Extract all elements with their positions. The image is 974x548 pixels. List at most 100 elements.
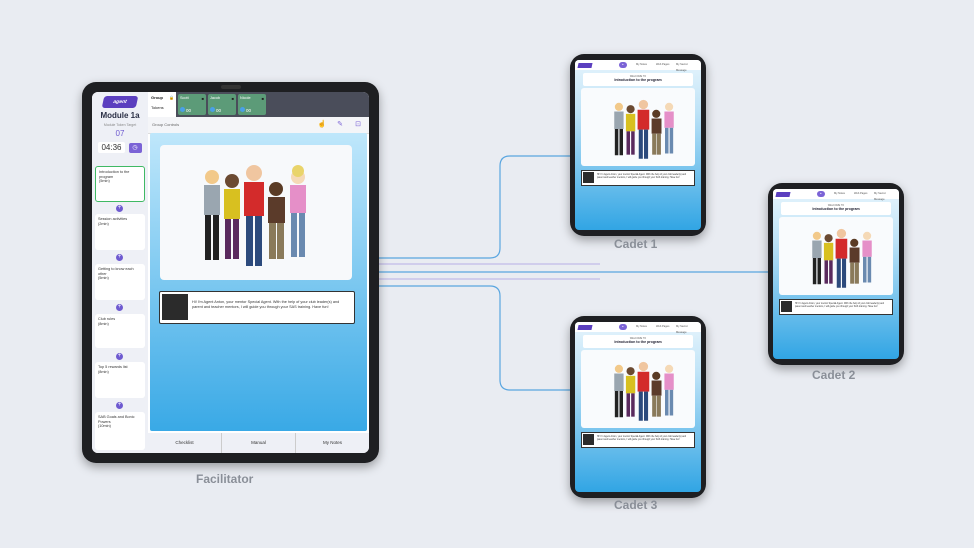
add-activity-button[interactable]: + — [116, 402, 123, 409]
nav-secret-message[interactable]: My Secret Message — [874, 192, 886, 201]
token-dot-icon — [240, 107, 245, 112]
agent-anton-avatar — [583, 434, 594, 445]
lock-icon: ■ — [201, 96, 204, 101]
cadet-nav: ● My Notes Web Pages My Secret Message — [773, 189, 899, 201]
nav-my-notes[interactable]: My Notes — [636, 63, 647, 66]
cadet-screen: ● My Notes Web Pages My Secret Message W… — [575, 322, 701, 492]
agent-logo — [577, 325, 593, 330]
student-tokens: 00 — [246, 108, 252, 113]
nav-web-pages[interactable]: Web Pages — [656, 325, 670, 328]
line-to-cadet-3 — [379, 285, 570, 391]
nav-secret-message[interactable]: My Secret Message — [676, 325, 688, 334]
agents-illustration — [812, 228, 872, 288]
cadet-screen: ● My Notes Web Pages My Secret Message W… — [575, 60, 701, 230]
token-dot-icon — [180, 107, 185, 112]
agents-illustration — [614, 99, 674, 159]
module-title: Module 1a — [100, 111, 140, 120]
agent-logo — [775, 192, 791, 197]
lock-icon: ■ — [231, 96, 234, 101]
add-activity-button[interactable]: + — [116, 353, 123, 360]
cadet-title: Introduction to the program — [614, 340, 662, 344]
cadet-title: Introduction to the program — [614, 78, 662, 82]
nav-pill[interactable]: ● — [619, 324, 627, 330]
cadet-nav: ● My Notes Web Pages My Secret Message — [575, 322, 701, 334]
cadet-2-label: Cadet 2 — [812, 368, 856, 382]
line-to-cadet-1 — [379, 155, 570, 259]
group-controls-row: Group Controls ☝ ✎ ⊡ — [148, 117, 369, 134]
student-name: Scott — [180, 96, 189, 100]
pencil-icon[interactable]: ✎ — [337, 121, 343, 128]
tab-student-nicole[interactable]: Nicole ■ 00 — [238, 94, 266, 115]
welcome-label: WELCOME TO — [629, 75, 647, 78]
cadet-title: Introduction to the program — [812, 207, 860, 211]
nav-pill[interactable]: ● — [817, 191, 825, 197]
cadet-title-card: WELCOME TO Introduction to the program — [781, 202, 891, 215]
tab-manual[interactable]: Manual — [221, 433, 295, 453]
tab-group[interactable]: Group Tokens 🔒 — [148, 92, 176, 117]
activity-card-2[interactable]: Session activities (2min) — [95, 214, 145, 250]
facilitator-tablet: agent Module 1a Module Token Target 07 0… — [82, 82, 379, 463]
cadet-1-tablet: ● My Notes Web Pages My Secret Message W… — [570, 54, 706, 236]
mentor-message-text: Hi! I'm Agent Anton, your mentor Special… — [597, 174, 687, 179]
token-dot-icon — [210, 107, 215, 112]
cadet-2-tablet: ● My Notes Web Pages My Secret Message W… — [768, 183, 904, 365]
welcome-label: WELCOME TO — [629, 337, 647, 340]
nav-web-pages[interactable]: Web Pages — [656, 63, 670, 66]
nav-my-notes[interactable]: My Notes — [636, 325, 647, 328]
activity-title: Introduction to the program — [99, 170, 130, 179]
activity-card-6[interactable]: SAB Goals and Bonic Powers (10min) — [95, 412, 145, 450]
activity-duration: (8min) — [98, 321, 109, 326]
student-name: Nicole — [240, 96, 251, 100]
activity-title: Session activities — [98, 217, 128, 221]
activity-card-3[interactable]: Getting to know each other (5min) — [95, 264, 145, 300]
nav-secret-message[interactable]: My Secret Message — [676, 63, 688, 72]
cadet-3-tablet: ● My Notes Web Pages My Secret Message W… — [570, 316, 706, 498]
nav-pill[interactable]: ● — [619, 62, 627, 68]
mentor-message-text: Hi! I'm Agent Anton, your mentor Special… — [795, 303, 885, 308]
agents-illustration — [204, 165, 306, 266]
welcome-label: WELCOME TO — [827, 204, 845, 207]
nav-my-notes[interactable]: My Notes — [834, 192, 845, 195]
add-activity-button[interactable]: + — [116, 254, 123, 261]
camera — [220, 85, 241, 89]
activity-card-1[interactable]: Introduction to the program (5min) — [95, 166, 145, 202]
mentor-message-text: Hi! I'm Agent Anton, your mentor Special… — [192, 300, 340, 309]
activity-title: Club rules — [98, 317, 116, 321]
tab-student-scott[interactable]: Scott ■ 00 — [178, 94, 206, 115]
activity-duration: (2min) — [98, 221, 109, 226]
add-activity-button[interactable]: + — [116, 205, 123, 212]
group-label: Group — [151, 95, 163, 100]
activity-duration: (10min) — [98, 424, 111, 429]
agents-image-card — [160, 145, 352, 280]
token-target-value: 07 — [115, 129, 125, 138]
agent-anton-avatar — [781, 301, 792, 312]
activity-card-4[interactable]: Club rules (8min) — [95, 314, 145, 348]
student-tokens: 00 — [186, 108, 192, 113]
agent-anton-avatar — [162, 294, 188, 320]
timer-display: 04:36 — [98, 142, 125, 153]
student-name: Jacob — [210, 96, 221, 100]
facilitator-screen: agent Module 1a Module Token Target 07 0… — [92, 92, 369, 453]
activity-title: Getting to know each other — [98, 267, 134, 276]
timer-button[interactable]: ◷ — [128, 142, 142, 153]
mentor-message: Hi! I'm Agent Anton, your mentor Special… — [581, 432, 695, 448]
facilitator-label: Facilitator — [196, 472, 254, 486]
nav-web-pages[interactable]: Web Pages — [854, 192, 868, 195]
tab-student-jacob[interactable]: Jacob ■ 00 — [208, 94, 236, 115]
pointer-icon[interactable]: ☝ — [317, 121, 327, 128]
lock-icon: 🔒 — [169, 95, 174, 100]
cadet-1-label: Cadet 1 — [614, 237, 658, 251]
activity-title: SAB Goals and Bonic Powers — [98, 415, 135, 424]
add-activity-button[interactable]: + — [116, 304, 123, 311]
cadet-title-card: WELCOME TO Introduction to the program — [583, 73, 693, 86]
lock-icon[interactable]: ⊡ — [355, 121, 361, 128]
agents-illustration — [614, 361, 674, 421]
tab-checklist[interactable]: Checklist — [175, 440, 194, 445]
activity-card-5[interactable]: Top 5 rewards list (8min) — [95, 362, 145, 398]
activity-title: Top 5 rewards list — [98, 365, 128, 369]
mentor-message: Hi! I'm Agent Anton, your mentor Special… — [779, 299, 893, 315]
agent-logo — [577, 63, 593, 68]
tab-my-notes[interactable]: My Notes — [295, 433, 369, 453]
tokens-label: Tokens — [151, 105, 164, 110]
cadet-3-label: Cadet 3 — [614, 498, 658, 512]
